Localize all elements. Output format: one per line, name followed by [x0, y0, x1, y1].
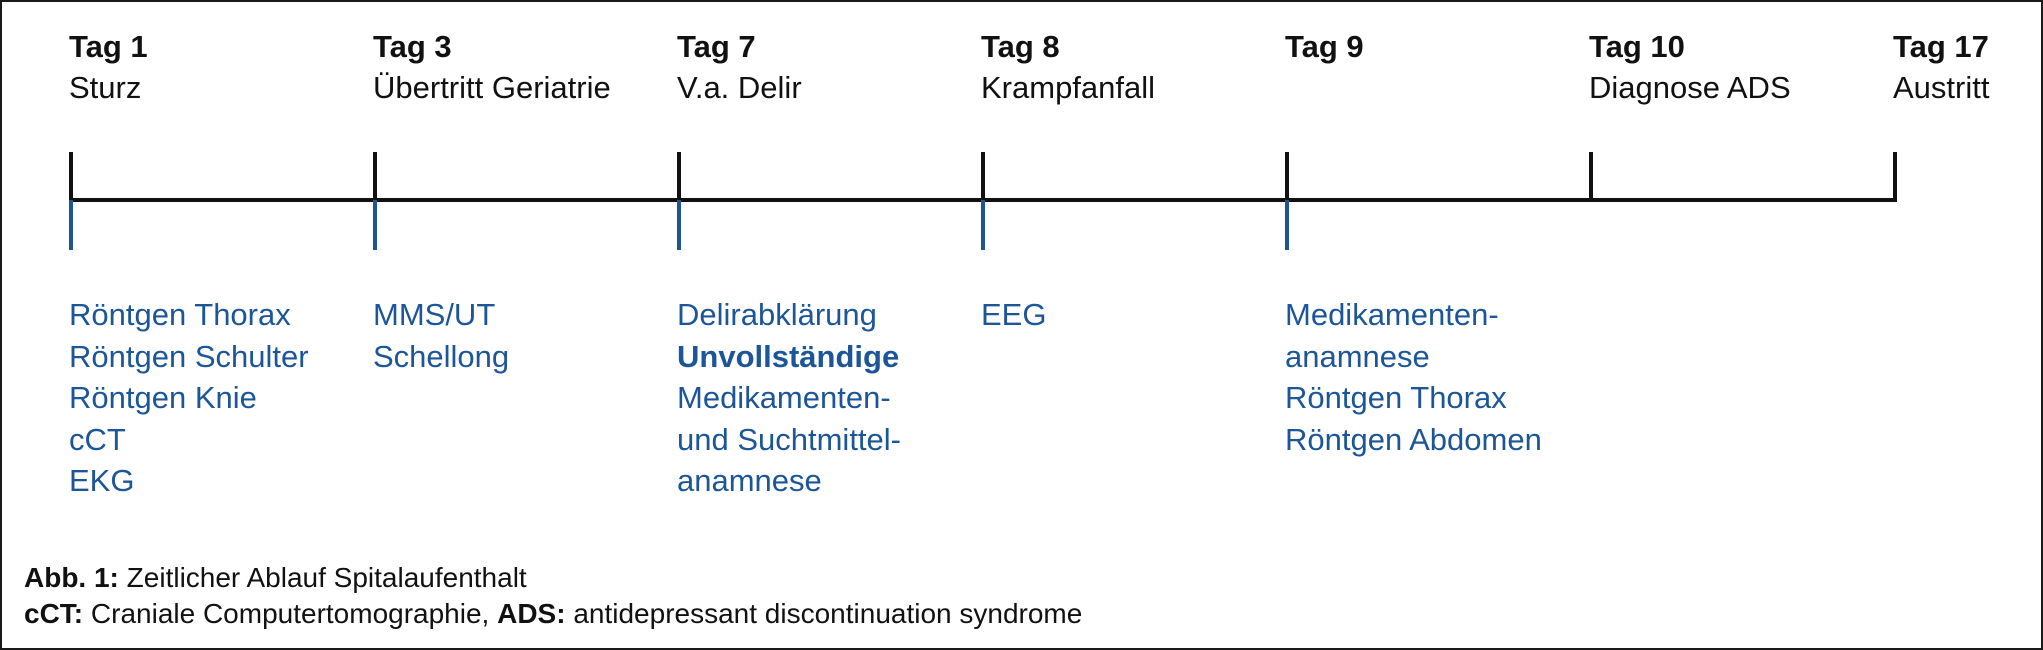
exam-list-day-8: EEG — [981, 294, 1046, 336]
day-column-8: Tag 8 Krampfanfall — [981, 26, 1155, 108]
figure-caption: Abb. 1: Zeitlicher Ablauf Spitalaufentha… — [24, 560, 1082, 632]
timeline-tick — [1285, 152, 1289, 200]
exam-item: Delirabklärung — [677, 297, 877, 332]
day-column-1: Tag 1 Sturz — [69, 26, 148, 108]
day-label: Tag 3 — [373, 29, 452, 64]
day-label: Tag 9 — [1285, 29, 1364, 64]
day-event: Sturz — [69, 70, 142, 105]
exam-item: Medikamenten- — [677, 380, 891, 416]
exam-item: Röntgen Knie — [69, 380, 257, 416]
day-column-7: Tag 7 V.a. Delir — [677, 26, 802, 108]
caption-label: cCT: — [24, 598, 84, 629]
day-event: V.a. Delir — [677, 70, 802, 105]
day-label: Tag 1 — [69, 29, 148, 64]
day-label: Tag 10 — [1589, 29, 1685, 64]
caption-text: Craniale Computertomographie, — [83, 598, 498, 629]
caption-label: Abb. 1: — [24, 562, 119, 593]
exam-list-day-9: Medikamenten- anamnese Röntgen Thorax Rö… — [1285, 294, 1542, 460]
exam-list-day-3: MMS/UT Schellong — [373, 294, 509, 377]
exam-item: Schellong — [373, 338, 510, 374]
day-column-17: Tag 17 Austritt — [1893, 26, 1989, 108]
caption-text: antidepressant discontinuation syndrome — [565, 598, 1083, 629]
timeline-tick — [981, 152, 985, 200]
day-label: Tag 17 — [1893, 29, 1989, 64]
exam-item: anamnese — [677, 463, 822, 499]
timeline-tick — [373, 152, 377, 200]
exam-item: Röntgen Schulter — [69, 338, 309, 374]
day-event: Krampfanfall — [981, 70, 1156, 105]
exam-item: Röntgen Thorax — [1285, 380, 1507, 416]
exam-connector — [373, 200, 377, 250]
timeline-tick — [69, 152, 73, 200]
day-event: Austritt — [1893, 70, 1990, 105]
exam-item: cCT — [69, 421, 126, 457]
day-column-3: Tag 3 Übertritt Geriatrie — [373, 26, 611, 108]
exam-list-day-7: Delirabklärung Unvollständige Medikament… — [677, 294, 901, 502]
exam-list-day-1: Röntgen Thorax Röntgen Schulter Röntgen … — [69, 294, 309, 502]
exam-connector — [1285, 200, 1289, 250]
exam-item: Röntgen Abdomen — [1285, 421, 1542, 457]
day-column-9: Tag 9 — [1285, 26, 1364, 67]
exam-item: EEG — [981, 297, 1047, 332]
exam-connector — [69, 200, 73, 250]
day-event: Diagnose ADS — [1589, 70, 1791, 105]
caption-line-2: cCT: Craniale Computertomographie, ADS: … — [24, 596, 1082, 632]
exam-item: MMS/UT — [373, 297, 496, 332]
exam-item: Medikamenten- — [1285, 297, 1499, 332]
exam-connector — [981, 200, 985, 250]
caption-text: Zeitlicher Ablauf Spitalaufenthalt — [118, 562, 527, 593]
timeline-tick — [1589, 152, 1593, 200]
exam-item: Unvollständige — [677, 338, 900, 374]
caption-line-1: Abb. 1: Zeitlicher Ablauf Spitalaufentha… — [24, 560, 1082, 596]
day-label: Tag 8 — [981, 29, 1060, 64]
day-event: Übertritt Geriatrie — [373, 70, 611, 105]
exam-item: und Suchtmittel- — [677, 421, 901, 457]
exam-connector — [677, 200, 681, 250]
caption-label: ADS: — [497, 598, 566, 629]
exam-item: EKG — [69, 463, 135, 499]
exam-item: anamnese — [1285, 338, 1430, 374]
timeline-tick — [1893, 152, 1897, 200]
exam-item: Röntgen Thorax — [69, 297, 291, 332]
day-label: Tag 7 — [677, 29, 756, 64]
day-column-10: Tag 10 Diagnose ADS — [1589, 26, 1791, 108]
timeline-tick — [677, 152, 681, 200]
